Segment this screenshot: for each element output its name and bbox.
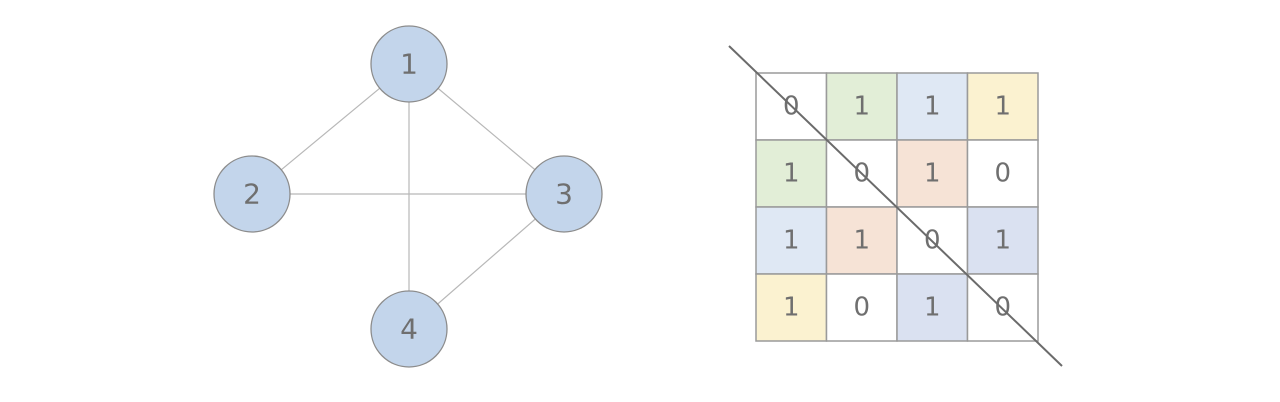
node-label: 4 xyxy=(400,313,418,346)
undirected-graph: 1 2 3 4 xyxy=(213,25,603,368)
node-label: 3 xyxy=(555,178,573,211)
node-circle xyxy=(213,155,291,233)
matrix-cell-r3-c1: 1 xyxy=(755,206,828,275)
cell-value: 1 xyxy=(994,226,1011,256)
node-3: 3 xyxy=(525,155,603,233)
cell-background xyxy=(966,206,1039,275)
matrix-cell-r4-c3: 1 xyxy=(896,273,969,342)
cell-value: 1 xyxy=(994,92,1011,122)
cell-background xyxy=(755,206,828,275)
node-label: 2 xyxy=(243,178,261,211)
matrix-cell-r4-c2: 0 xyxy=(825,273,898,342)
matrix-cell-r4-c1: 1 xyxy=(755,273,828,342)
graph-nodes: 1 2 3 4 xyxy=(213,25,603,368)
node-circle xyxy=(370,25,448,103)
cell-value: 1 xyxy=(783,226,800,256)
matrix-cell-r2-c3: 1 xyxy=(896,139,969,208)
cell-background xyxy=(825,72,898,141)
node-circle xyxy=(370,290,448,368)
matrix-cell-r3-c4: 1 xyxy=(966,206,1039,275)
cell-background xyxy=(755,273,828,342)
node-label: 1 xyxy=(400,48,418,81)
cell-value: 1 xyxy=(853,226,870,256)
adjacency-matrix: 0111101011011010 xyxy=(755,72,1039,342)
cell-value: 1 xyxy=(853,92,870,122)
node-2: 2 xyxy=(213,155,291,233)
graph-edges xyxy=(251,63,565,330)
matrix-cell-r1-c3: 1 xyxy=(896,72,969,141)
matrix-cell-r2-c4: 0 xyxy=(966,139,1039,208)
cell-value: 1 xyxy=(783,293,800,323)
cell-value: 1 xyxy=(924,92,941,122)
node-circle xyxy=(525,155,603,233)
cell-background xyxy=(825,273,898,342)
matrix-cell-r1-c4: 1 xyxy=(966,72,1039,141)
cell-value: 0 xyxy=(994,159,1011,189)
cell-background xyxy=(966,72,1039,141)
matrix-cell-r3-c2: 1 xyxy=(825,206,898,275)
cell-value: 0 xyxy=(994,293,1011,323)
cell-value: 1 xyxy=(924,293,941,323)
cell-value: 1 xyxy=(783,159,800,189)
cell-background xyxy=(896,139,969,208)
node-4: 4 xyxy=(370,290,448,368)
matrix-diagonal-line xyxy=(728,45,1063,367)
matrix-cell-r1-c2: 1 xyxy=(825,72,898,141)
cell-value: 0 xyxy=(853,293,870,323)
cell-background xyxy=(966,139,1039,208)
cell-value: 1 xyxy=(924,159,941,189)
matrix-cell-r2-c1: 1 xyxy=(755,139,828,208)
node-1: 1 xyxy=(370,25,448,103)
